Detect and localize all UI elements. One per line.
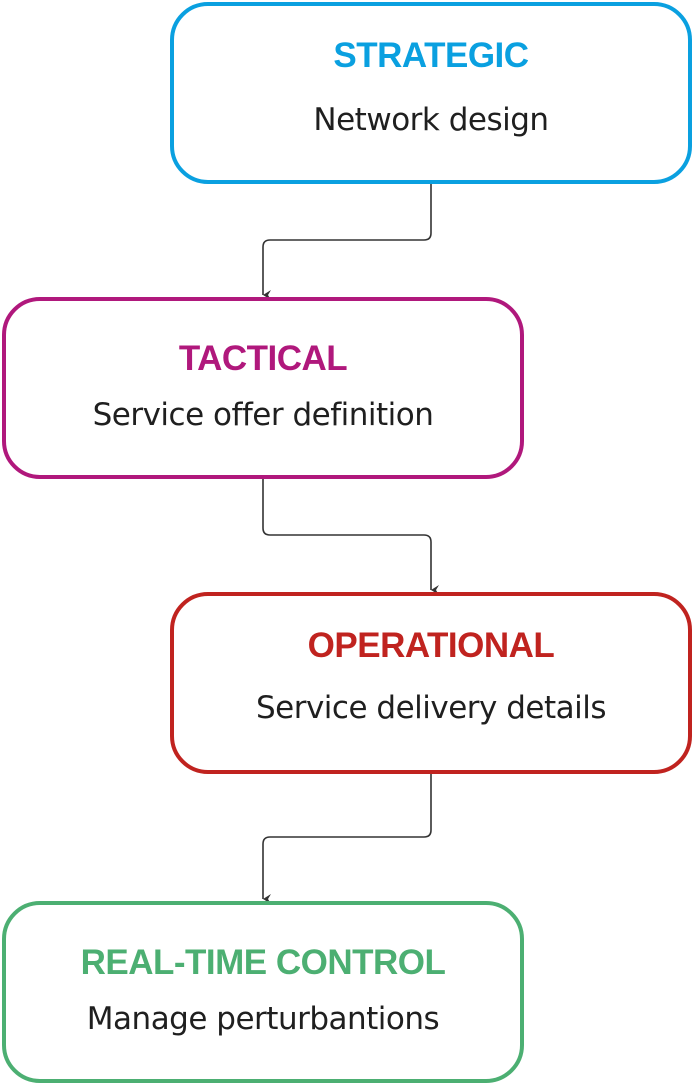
node-tactical[interactable]: TACTICAL Service offer definition — [2, 297, 524, 479]
node-title: REAL-TIME CONTROL — [80, 943, 446, 982]
node-subtitle: Network design — [313, 102, 549, 138]
edge-operational-realtime — [262, 773, 432, 904]
node-title: STRATEGIC — [333, 36, 529, 75]
node-realtime[interactable]: REAL-TIME CONTROL Manage perturbantions — [2, 901, 524, 1083]
edge-tactical-operational — [262, 478, 439, 595]
node-title: TACTICAL — [178, 339, 348, 378]
node-subtitle: Manage perturbantions — [86, 1001, 440, 1037]
node-strategic[interactable]: STRATEGIC Network design — [170, 2, 692, 184]
node-operational[interactable]: OPERATIONAL Service delivery details — [170, 592, 692, 774]
node-subtitle: Service offer definition — [92, 397, 434, 433]
node-subtitle: Service delivery details — [255, 690, 607, 726]
node-title: OPERATIONAL — [307, 626, 555, 665]
edge-strategic-tactical — [262, 183, 432, 300]
